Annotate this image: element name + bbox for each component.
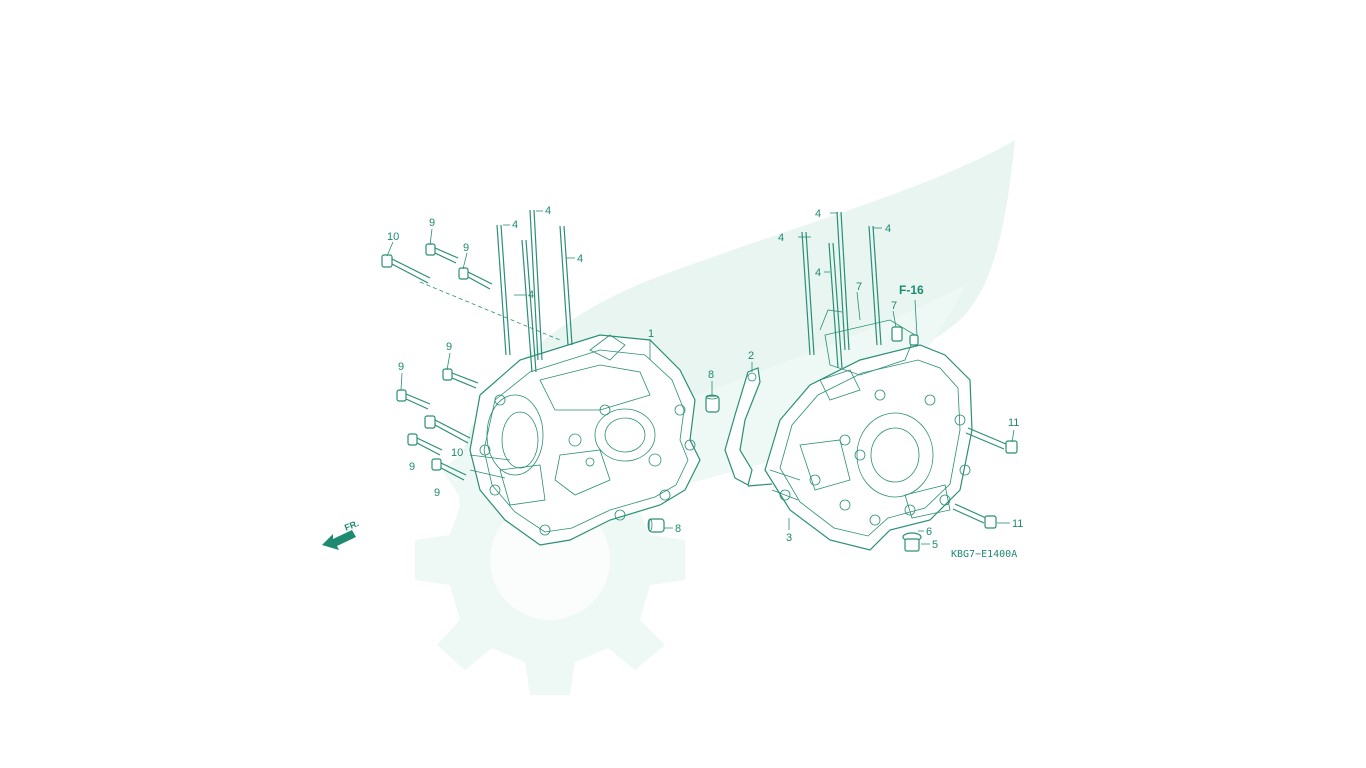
callout-10-lower: 10: [451, 447, 463, 459]
callout-4-b: 4: [545, 205, 551, 217]
leader-lines: [386, 210, 1015, 545]
callout-4-c: 4: [577, 253, 583, 265]
callout-6: 6: [926, 526, 932, 538]
callouts: 10 9 9 4 4 4 4 1 9 9 10 9 9 8 8 2 3 4 4 …: [387, 205, 1023, 551]
callout-4-f: 4: [815, 208, 821, 220]
dowel-pin-upper: [705, 394, 720, 413]
drain-bolt: [902, 532, 922, 552]
callout-9-a: 9: [429, 217, 435, 229]
front-direction-arrow-icon: [322, 530, 356, 550]
callout-9-c: 9: [446, 341, 452, 353]
callout-10-upper: 10: [387, 231, 399, 243]
callout-9-e: 9: [409, 461, 415, 473]
bolt-10-lower: [424, 415, 471, 444]
callout-11-lower: 11: [1012, 518, 1023, 530]
callout-9-b: 9: [463, 242, 469, 254]
callout-7-b: 7: [891, 300, 897, 312]
dowel-pin-lower: [647, 518, 665, 533]
tensioner-arm: [724, 367, 773, 487]
callout-4-g: 4: [885, 223, 891, 235]
bolt-9-b: [458, 267, 493, 290]
callout-9-d: 9: [398, 361, 404, 373]
left-studs: [496, 209, 573, 373]
callout-2: 2: [748, 350, 754, 362]
callout-4-a: 4: [512, 219, 518, 231]
callout-11-upper: 11: [1008, 417, 1019, 429]
bolt-9-c: [442, 368, 479, 389]
callout-8-b: 8: [675, 523, 681, 535]
bolt-9-d: [396, 389, 431, 410]
front-marker: FR.: [343, 518, 360, 533]
callout-3: 3: [786, 532, 792, 544]
bolt-9-f: [431, 458, 467, 481]
bolt-9-a: [425, 243, 459, 264]
callout-5: 5: [932, 539, 938, 551]
bolt-9-e: [407, 433, 443, 456]
callout-1: 1: [648, 328, 654, 340]
bolt-11-lower: [952, 503, 997, 529]
diagram-reference-code: KBG7−E1400A: [951, 549, 1017, 560]
callout-8-a: 8: [708, 369, 714, 381]
left-bolts: [381, 243, 493, 481]
right-studs: [801, 211, 882, 369]
cross-reference-label: F-16: [899, 283, 924, 297]
right-crankcase: [764, 309, 973, 551]
bolt-11-upper: [965, 427, 1018, 454]
bolt-10-upper: [381, 254, 431, 284]
callout-4-d: 4: [528, 289, 534, 301]
callout-4-h: 4: [815, 267, 821, 279]
callout-9-f: 9: [434, 487, 440, 499]
callout-4-e: 4: [778, 232, 784, 244]
callout-7-a: 7: [856, 281, 862, 293]
